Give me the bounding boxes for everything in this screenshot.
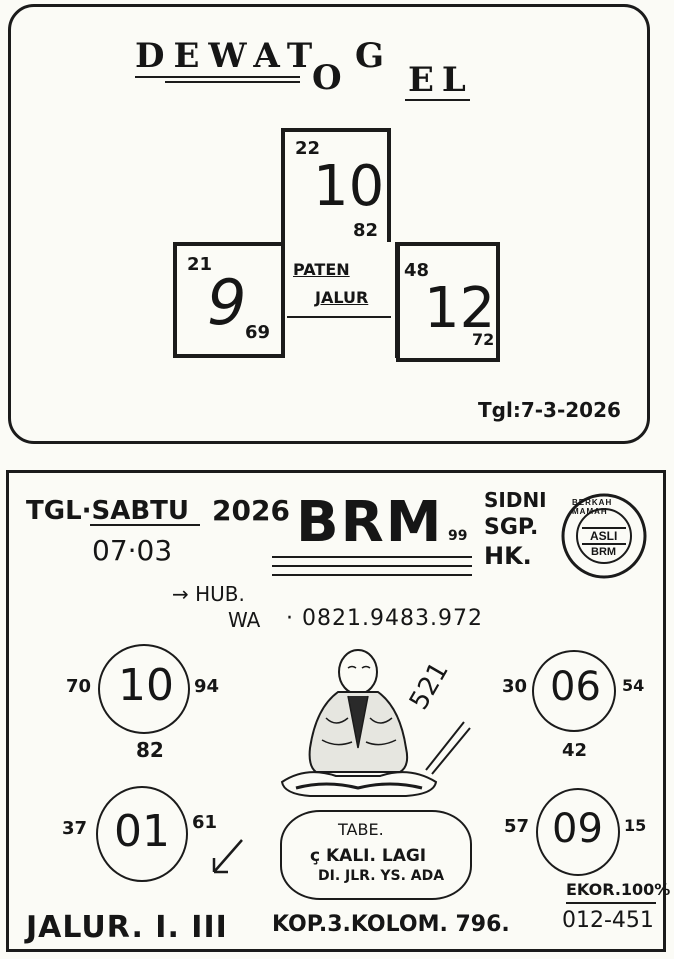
- top-card: [8, 4, 650, 444]
- bubble-line-3: DI. JLR. YS. ADA: [318, 868, 445, 884]
- circle-tl-left: 70: [66, 676, 92, 697]
- speech-bubble: [280, 810, 472, 900]
- circle-tr-left: 30: [502, 676, 528, 697]
- box-right-small-left: 48: [404, 260, 430, 281]
- circle-bl-right: 61: [192, 812, 218, 833]
- hub-label: → HUB.: [172, 582, 245, 606]
- circle-tr-below: 42: [562, 740, 588, 761]
- brm-underline-2: [272, 565, 472, 567]
- box-left-small-left: 21: [187, 254, 213, 275]
- market-list: SIDNI SGP. HK.: [484, 486, 554, 570]
- logo-text-g: G: [355, 36, 385, 76]
- stamp-icon: [561, 493, 647, 579]
- box-left-big: 9: [207, 266, 247, 339]
- box-top-small-right: 82: [353, 220, 379, 241]
- logo-underline-1: [135, 76, 300, 78]
- number-box-left: 21 9 69: [173, 242, 285, 358]
- bubble-line-1: TABE.: [338, 820, 384, 839]
- logo-underline-3: [405, 99, 470, 101]
- stamp-bottom-text: BRM: [591, 546, 617, 558]
- paten-label: PATEN: [293, 260, 350, 279]
- tgl-day: TGL·SABTU: [26, 496, 190, 526]
- brm-suffix: 99: [448, 528, 468, 544]
- logo-text-o: O: [312, 58, 342, 98]
- circle-br-left: 57: [504, 816, 530, 837]
- circle-bottom-right: [536, 788, 620, 876]
- ekor-value: 012-451: [562, 908, 654, 933]
- wa-label: WA: [228, 608, 261, 632]
- box-top-small-left: 22: [295, 138, 321, 159]
- circle-tl-center: 10: [118, 660, 174, 711]
- circle-bl-center: 01: [114, 806, 170, 857]
- paten-jalur-box: PATEN JALUR: [281, 242, 399, 358]
- market-sgp: SGP.: [484, 515, 539, 540]
- circle-bl-left: 37: [62, 818, 88, 839]
- kop-text: KOP.3.KOLOM. 796.: [272, 912, 510, 937]
- wa-number: · 0821.9483.972: [286, 606, 483, 631]
- circle-br-right: 15: [624, 816, 647, 835]
- logo-text-el: EL: [408, 60, 474, 100]
- brm-stamp: BERKAH MAMAH ASLI BRM: [560, 492, 648, 580]
- jalur-text: JALUR. I. III: [26, 910, 228, 945]
- ekor-underline: [566, 902, 656, 904]
- market-sidni: SIDNI: [484, 488, 547, 512]
- top-date: Tgl:7-3-2026: [478, 398, 621, 422]
- stamp-inner-text: ASLI: [590, 529, 618, 543]
- circle-top-left: [98, 644, 190, 734]
- meditating-figure-illustration: [280, 649, 471, 797]
- arrow-down-icon: [212, 839, 243, 874]
- jalur-underline: [287, 316, 391, 318]
- bottom-card: [6, 470, 666, 952]
- logo-underline-2: [165, 81, 300, 83]
- logo-title: DEWAT O G EL: [135, 36, 495, 106]
- circle-tl-below: 82: [136, 738, 164, 762]
- logo-text-dewat: DEWAT: [135, 36, 322, 76]
- box-top-big: 10: [313, 154, 385, 219]
- stamp-ring-text: BERKAH MAMAH: [572, 498, 613, 516]
- brm-underline-1: [272, 556, 472, 558]
- date-bottom: 07·03: [92, 534, 173, 567]
- number-box-right: 48 12 72: [396, 242, 500, 362]
- bubble-line-2: ç KALI. LAGI: [310, 846, 427, 866]
- circle-tr-right: 54: [622, 676, 645, 695]
- year: 2026: [212, 494, 290, 527]
- number-box-top: 22 10 82: [281, 128, 391, 246]
- market-hk: HK.: [484, 542, 532, 570]
- circle-bottom-left: [96, 786, 188, 882]
- ekor-label: EKOR.100%: [566, 880, 671, 899]
- tgl-underline: [90, 524, 200, 526]
- circle-tr-center: 06: [550, 664, 601, 710]
- jalur-label: JALUR: [315, 288, 369, 307]
- box-right-small-right: 72: [472, 330, 495, 349]
- brm-underline-3: [272, 574, 472, 576]
- box-right-big: 12: [424, 276, 496, 341]
- box-left-small-right: 69: [245, 322, 271, 343]
- brm-logo: BRM: [296, 490, 444, 555]
- circle-top-right: [532, 650, 616, 732]
- circle-br-center: 09: [552, 806, 603, 852]
- circle-tl-right: 94: [194, 676, 220, 697]
